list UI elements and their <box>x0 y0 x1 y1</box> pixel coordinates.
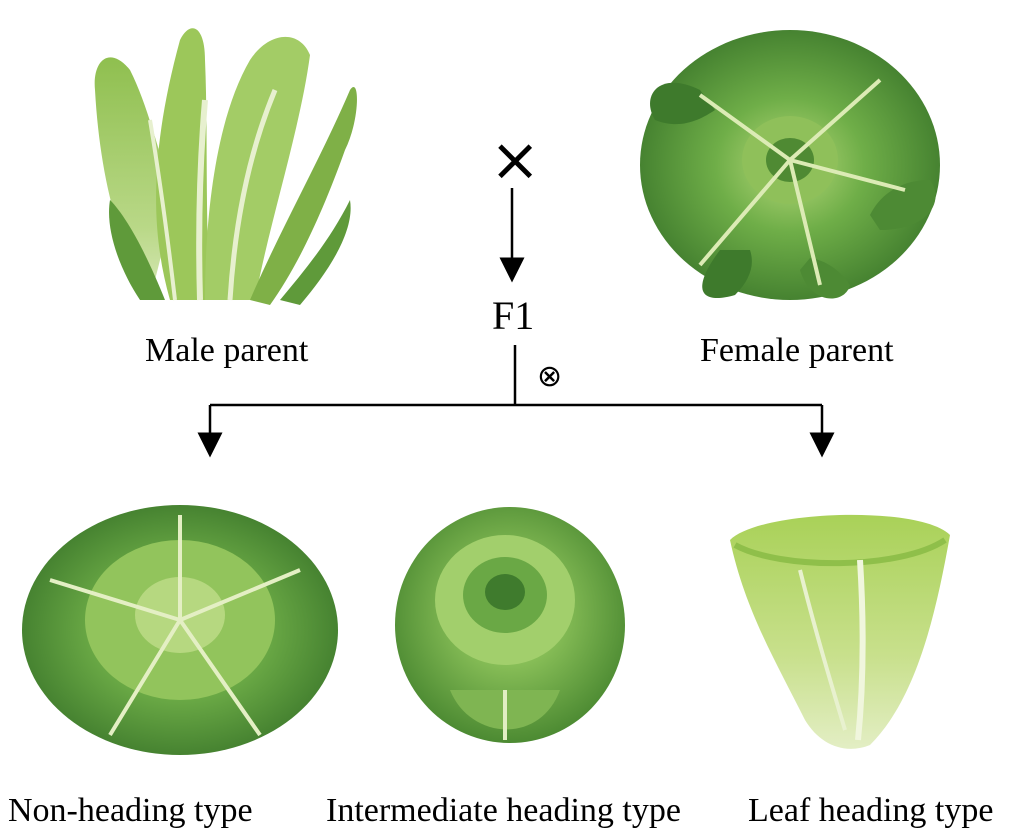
self-symbol: ⊗ <box>537 362 562 392</box>
intermediate-heading-label: Intermediate heading type <box>326 794 681 828</box>
cross-symbol: × <box>490 130 540 190</box>
leaf-heading-plant <box>730 515 950 749</box>
non-heading-label: Non-heading type <box>8 794 253 828</box>
non-heading-plant <box>22 505 338 755</box>
male-parent-label: Male parent <box>145 334 308 368</box>
intermediate-heading-plant <box>395 507 625 743</box>
male-parent-plant <box>95 28 357 305</box>
female-parent-label: Female parent <box>700 334 894 368</box>
female-parent-plant <box>640 30 940 300</box>
f1-label: F1 <box>492 296 534 336</box>
leaf-heading-label: Leaf heading type <box>748 794 993 828</box>
